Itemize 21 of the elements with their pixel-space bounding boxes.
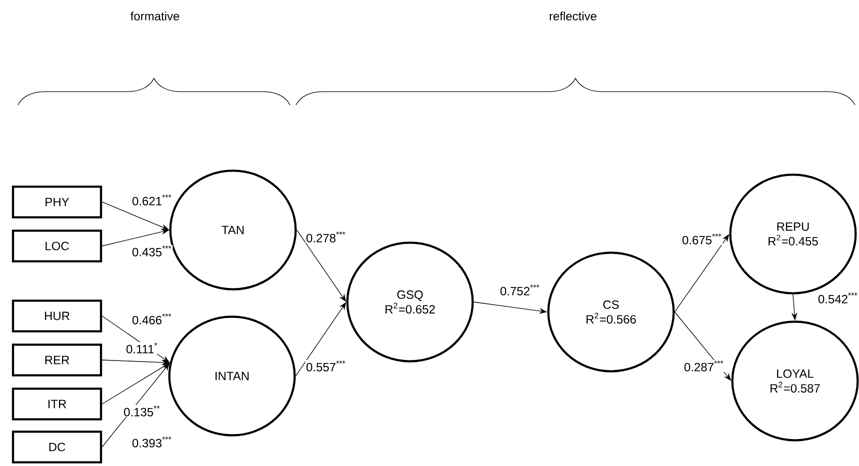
edge-label: 0.752$^{***}$ xyxy=(499,284,541,296)
edge-label: 0.135$^{**}$ xyxy=(122,404,162,418)
indicator-box: PHY xyxy=(12,186,102,218)
indicator-box: LOC xyxy=(12,230,102,262)
arrow xyxy=(295,302,346,376)
edge-label: 0.675$^{***}$ xyxy=(681,232,723,246)
indicator-box: HUR xyxy=(12,300,102,332)
edge-label: 0.435$^{***}$ xyxy=(131,244,173,258)
group-label: formative xyxy=(130,12,180,20)
arrow xyxy=(296,230,346,302)
edge-label: 0.287$^{***}$ xyxy=(683,360,725,372)
indicator-box: ITR xyxy=(12,388,102,420)
edge-label: 0.111$^{*}$ xyxy=(125,342,159,354)
indicator-box: DC xyxy=(12,430,102,464)
edge-label: 0.557$^{***}$ xyxy=(305,360,347,372)
edge-label: 0.393$^{***}$ xyxy=(131,436,173,448)
group-label: reflective xyxy=(550,12,596,20)
indicator-box: RER xyxy=(12,344,102,376)
edge-label: 0.542$^{***}$ xyxy=(817,292,859,304)
arrow xyxy=(674,234,730,312)
edge-label: 0.278$^{***}$ xyxy=(305,230,347,244)
